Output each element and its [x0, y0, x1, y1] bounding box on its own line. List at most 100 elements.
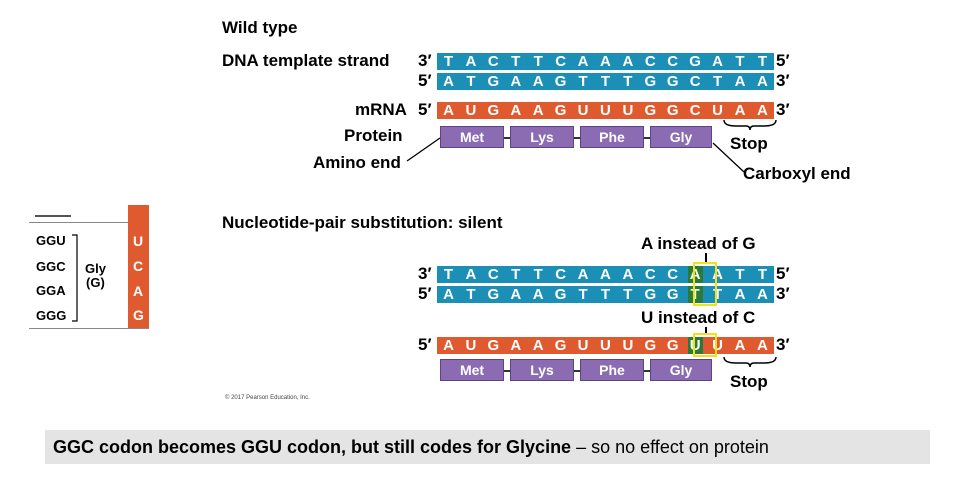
wt-mrna-base: A — [510, 102, 522, 119]
mut-mrna-base: A — [443, 337, 454, 354]
mut-mrna-3prime-end: 3′ — [776, 335, 790, 354]
wt-mrna-base: A — [734, 102, 746, 119]
amino-acid-gly: Gly — [650, 359, 712, 381]
amino-acid-phe: Phe — [580, 359, 644, 381]
amino-acid-gly: Gly — [650, 126, 712, 148]
wt-template-base: G — [689, 53, 701, 70]
amino-end-pointer — [406, 137, 441, 162]
wt-coding-base: T — [578, 73, 588, 90]
codon-group-bracket — [72, 234, 78, 322]
mut-template-5prime-end: 5′ — [776, 264, 790, 283]
mutation-highlight-dna — [693, 262, 717, 306]
mut-coding-base: T — [712, 286, 723, 303]
wt-mrna-base: G — [487, 102, 500, 119]
copyright-text: © 2017 Pearson Education, Inc. — [225, 395, 310, 401]
wt-template-base: T — [757, 53, 767, 70]
wt-coding-base: G — [487, 73, 500, 90]
wt-mrna-base: G — [666, 102, 679, 119]
mut-coding-base: T — [600, 286, 611, 303]
table-top-line — [29, 222, 149, 223]
mut-template-base: C — [667, 266, 679, 283]
wt-mrna-base: G — [644, 102, 657, 119]
mut-mrna-base: U — [712, 337, 723, 354]
wt-stop-label: Stop — [730, 134, 768, 153]
coding-5prime: 5′ — [418, 71, 432, 90]
third-base-c: C — [133, 258, 144, 274]
mut-coding-base: T — [578, 286, 588, 303]
gly-name: Gly — [85, 261, 106, 276]
table-bottom-line — [29, 328, 149, 329]
wt-mrna-base: U — [600, 102, 611, 119]
wt-mrna-base: G — [554, 102, 567, 119]
amino-acid-met: Met — [440, 359, 504, 381]
summary-footer: GGC codon becomes GGU codon, but still c… — [45, 430, 930, 464]
chain-link — [440, 137, 710, 139]
mut-stop-label: Stop — [730, 372, 768, 391]
mut-coding-base: A — [756, 286, 768, 303]
note-a-instead-of-g: A instead of G — [641, 234, 756, 253]
mrna-5prime: 5′ — [418, 100, 432, 119]
wt-coding-base: A — [756, 73, 768, 90]
wt-coding-base: G — [554, 73, 567, 90]
mut-template-base: T — [735, 266, 745, 283]
wt-mrna-base: A — [756, 102, 768, 119]
wt-template-base: T — [735, 53, 745, 70]
wt-mrna-base: A — [532, 102, 544, 119]
wt-coding-base: A — [443, 73, 454, 90]
mut-template-base: C — [487, 266, 499, 283]
wt-template-base: T — [443, 53, 454, 70]
summary-bold-text: GGC codon becomes GGU codon, but still c… — [53, 436, 572, 457]
mut-template-base: A — [622, 266, 634, 283]
mutation-title: Nucleotide-pair substitution: silent — [222, 213, 503, 232]
mut-mrna-base: G — [644, 337, 657, 354]
amino-end-label: Amino end — [313, 153, 401, 172]
summary-normal-text: – so no effect on protein — [571, 436, 769, 457]
mut-template-base: T — [443, 266, 454, 283]
mut-coding-base: A — [532, 286, 544, 303]
mut-template-base: T — [533, 266, 543, 283]
template-5prime-end: 5′ — [776, 51, 790, 70]
wt-stop-bracket — [723, 119, 777, 131]
mut-coding-base: G — [644, 286, 657, 303]
mut-mrna-base: U — [577, 337, 589, 354]
mut-mrna-base: A — [510, 337, 522, 354]
mut-mrna-base: U — [622, 337, 634, 354]
wt-template-base: T — [533, 53, 543, 70]
wt-template-base: A — [465, 53, 477, 70]
wt-protein-chain: Met Lys Phe Gly — [440, 126, 740, 150]
table-cut-fragment — [35, 209, 71, 217]
wt-template-base: A — [600, 53, 611, 70]
mut-template-base: A — [465, 266, 477, 283]
mut-stop-bracket — [723, 356, 777, 368]
codon-ggu: GGU — [36, 233, 66, 248]
wt-template-base: A — [712, 53, 723, 70]
wt-coding-base: G — [644, 73, 657, 90]
mut-template-base: T — [757, 266, 767, 283]
mut-template-3prime: 3′ — [418, 264, 432, 283]
wt-template-base: C — [555, 53, 567, 70]
wt-template-base: C — [667, 53, 679, 70]
wild-type-title: Wild type — [222, 18, 298, 37]
mut-coding-base: A — [510, 286, 522, 303]
wt-template-base: A — [622, 53, 634, 70]
mut-mrna-base: U — [687, 337, 703, 354]
wt-template-base: T — [511, 53, 521, 70]
amino-acid-phe: Phe — [580, 126, 644, 148]
mut-coding-base: T — [623, 286, 633, 303]
mut-mrna-5prime: 5′ — [418, 335, 432, 354]
wt-mrna-base: U — [622, 102, 634, 119]
wt-coding-base: T — [600, 73, 611, 90]
mut-template-base: C — [555, 266, 567, 283]
mut-coding-base: G — [554, 286, 567, 303]
amino-acid-lys: Lys — [510, 126, 574, 148]
mut-template-base: A — [687, 266, 703, 283]
note-top-pointer — [705, 253, 707, 264]
mut-template-base: A — [600, 266, 611, 283]
third-base-u: U — [133, 233, 144, 249]
mut-coding-5prime: 5′ — [418, 284, 432, 303]
note-u-instead-of-c: U instead of C — [641, 308, 756, 327]
